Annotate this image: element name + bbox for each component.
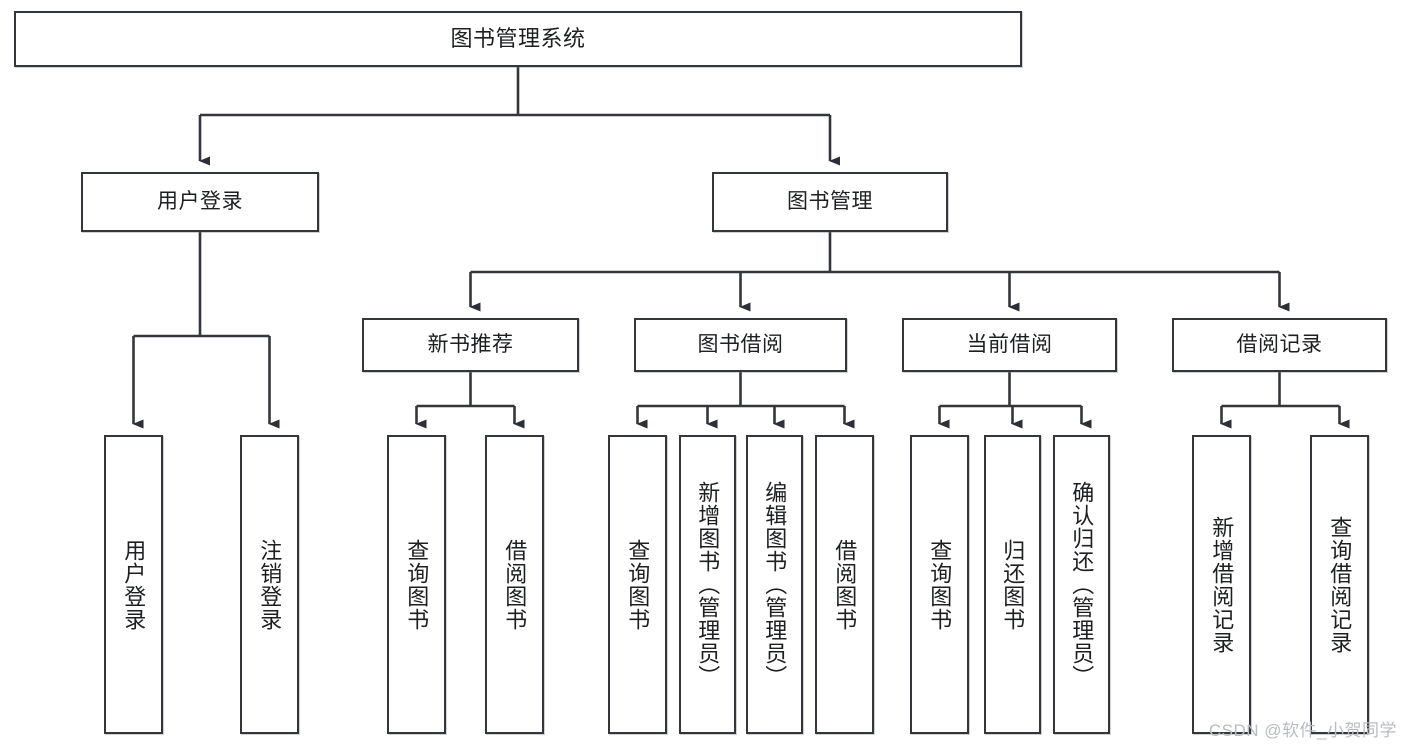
node-book-borrow[interactable]: 图书借阅 bbox=[634, 318, 847, 372]
node-label: 查询图书 bbox=[625, 538, 651, 631]
node-label: 新增图书（管理员） bbox=[695, 481, 721, 688]
node-leaf-confirm[interactable]: 确认归还（管理员） bbox=[1053, 435, 1110, 734]
node-label: 查询图书 bbox=[404, 538, 430, 631]
node-book-manage[interactable]: 图书管理 bbox=[712, 172, 948, 232]
node-leaf-edit-book[interactable]: 编辑图书（管理员） bbox=[746, 435, 803, 734]
csdn-watermark: CSDN @软件_小贺同学 bbox=[1208, 721, 1397, 740]
node-new-book-rec[interactable]: 新书推荐 bbox=[362, 318, 579, 372]
node-leaf-user-login[interactable]: 用户登录 bbox=[104, 435, 163, 734]
node-label: 图书管理系统 bbox=[450, 25, 586, 51]
node-label: 借阅记录 bbox=[1236, 333, 1323, 357]
node-leaf-logout[interactable]: 注销登录 bbox=[240, 435, 299, 734]
node-leaf-borrow-2[interactable]: 借阅图书 bbox=[815, 435, 874, 734]
node-label: 新增借阅记录 bbox=[1209, 515, 1235, 654]
node-label: 用户登录 bbox=[121, 538, 147, 631]
node-label: 查询图书 bbox=[927, 538, 953, 631]
node-leaf-add-book[interactable]: 新增图书（管理员） bbox=[679, 435, 736, 734]
node-leaf-query-3[interactable]: 查询图书 bbox=[910, 435, 969, 734]
node-leaf-query-rec[interactable]: 查询借阅记录 bbox=[1310, 435, 1369, 734]
node-label: 图书管理 bbox=[787, 190, 873, 214]
node-leaf-add-rec[interactable]: 新增借阅记录 bbox=[1192, 435, 1251, 734]
node-label: 归还图书 bbox=[1000, 538, 1026, 631]
node-label: 借阅图书 bbox=[502, 538, 528, 631]
node-user-login[interactable]: 用户登录 bbox=[81, 172, 319, 232]
node-leaf-borrow-1[interactable]: 借阅图书 bbox=[485, 435, 544, 734]
node-leaf-return[interactable]: 归还图书 bbox=[984, 435, 1041, 734]
node-label: 确认归还（管理员） bbox=[1069, 481, 1095, 688]
node-label: 借阅图书 bbox=[832, 538, 858, 631]
node-label: 用户登录 bbox=[157, 190, 243, 214]
node-label: 查询借阅记录 bbox=[1327, 515, 1353, 654]
node-borrow-record[interactable]: 借阅记录 bbox=[1172, 318, 1387, 372]
node-label: 图书借阅 bbox=[697, 333, 784, 357]
node-label: 编辑图书（管理员） bbox=[762, 481, 788, 688]
node-label: 注销登录 bbox=[257, 538, 283, 631]
node-leaf-query-2[interactable]: 查询图书 bbox=[608, 435, 667, 734]
node-current-borrow[interactable]: 当前借阅 bbox=[902, 318, 1117, 372]
node-label: 当前借阅 bbox=[966, 333, 1053, 357]
node-label: 新书推荐 bbox=[427, 333, 514, 357]
node-root[interactable]: 图书管理系统 bbox=[14, 11, 1022, 67]
node-leaf-query-1[interactable]: 查询图书 bbox=[387, 435, 446, 734]
